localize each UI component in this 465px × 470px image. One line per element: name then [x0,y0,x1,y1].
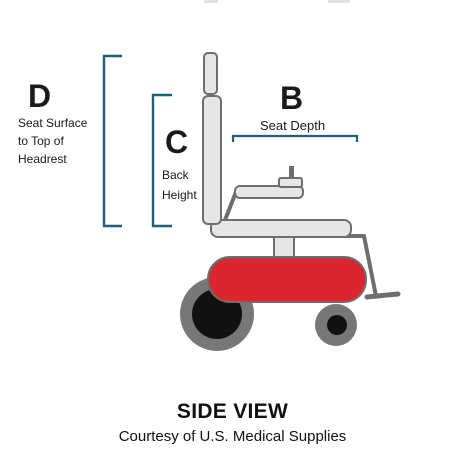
armrest [223,185,304,221]
label-b-letter: B [280,80,304,116]
cropped-top-artifact [204,0,350,3]
front-caster-wheel [315,304,357,346]
label-b-text: Seat Depth [260,118,326,133]
bracket-b [231,134,359,142]
joystick [278,166,303,188]
label-d-line-2: to Top of [18,134,64,148]
label-c-letter: C [165,124,189,160]
backrest [202,95,222,225]
label-d-line-3: Headrest [18,152,67,166]
caption-title: SIDE VIEW [176,400,289,423]
bracket-c [151,93,172,228]
label-d-letter: D [28,78,52,114]
seat-cushion [210,219,352,238]
label-c-line-2: Height [162,188,197,202]
power-base [207,256,367,303]
label-d-line-1: Seat Surface [18,116,88,130]
headrest [203,52,218,95]
footrest [345,234,401,300]
caption-subtitle: Courtesy of U.S. Medical Supplies [118,428,347,445]
bracket-d [102,54,122,228]
label-c-line-1: Back [162,168,189,182]
